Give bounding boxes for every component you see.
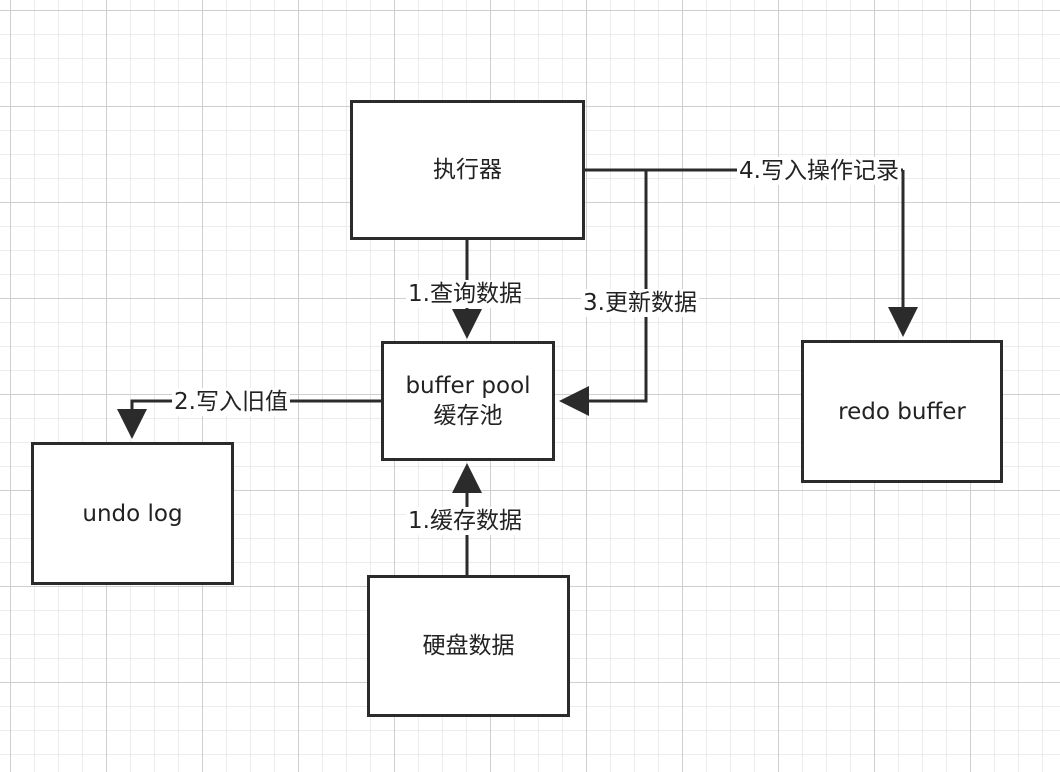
redo-buffer-node: redo buffer bbox=[801, 340, 1003, 483]
write-redo-edge-label: 4.写入操作记录 bbox=[737, 157, 901, 185]
disk-data-label: 硬盘数据 bbox=[422, 633, 515, 659]
write-old-arrow bbox=[117, 399, 381, 439]
disk-data-node: 硬盘数据 bbox=[367, 575, 570, 717]
buffer-pool-node: buffer pool 缓存池 bbox=[381, 341, 555, 461]
executor-node: 执行器 bbox=[350, 100, 585, 240]
buffer-pool-label-line2: 缓存池 bbox=[433, 403, 503, 429]
buffer-pool-label-line1: buffer pool bbox=[405, 373, 531, 399]
undo-log-node: undo log bbox=[31, 442, 234, 585]
query-edge-label: 1.查询数据 bbox=[406, 280, 524, 308]
executor-label: 执行器 bbox=[433, 157, 502, 183]
update-edge-label: 3.更新数据 bbox=[581, 289, 699, 317]
update-arrow bbox=[559, 170, 648, 416]
cache-edge-label: 1.缓存数据 bbox=[406, 507, 524, 535]
redo-buffer-label: redo buffer bbox=[838, 398, 966, 425]
undo-log-label: undo log bbox=[82, 500, 183, 527]
write-old-edge-label: 2.写入旧值 bbox=[172, 388, 290, 416]
